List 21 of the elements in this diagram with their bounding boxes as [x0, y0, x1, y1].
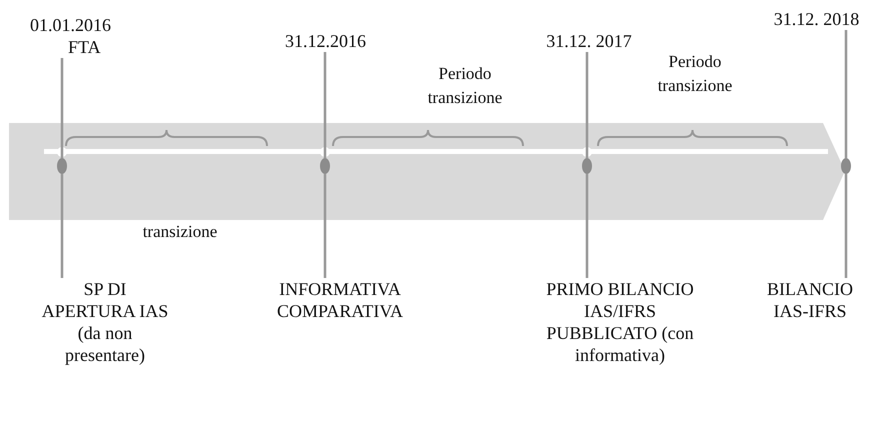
- date-label: 31.12.2016: [268, 30, 383, 52]
- leader-line: [586, 174, 588, 278]
- date-label: 01.01.2016: [30, 14, 112, 36]
- leader-line: [324, 174, 326, 278]
- period-label: Periodo transizione: [656, 51, 734, 97]
- date-label: 31.12. 2017: [528, 30, 650, 52]
- leader-line: [844, 174, 848, 278]
- leader-line: [324, 52, 326, 158]
- leader-line: [60, 174, 64, 278]
- milestone-text: SP DI APERTURA IAS (da non presentare): [40, 278, 170, 366]
- leader-line: [844, 30, 848, 158]
- period-label: transizione: [142, 221, 218, 243]
- milestone-text: PRIMO BILANCIO IAS/IFRS PUBBLICATO (con informativa): [545, 278, 695, 366]
- milestone-text: INFORMATIVA COMPARATIVA: [258, 278, 422, 322]
- leader-line: [586, 52, 588, 158]
- period-label: Periodo transizione: [426, 63, 504, 109]
- event-label: FTA: [67, 36, 102, 58]
- leader-line: [60, 58, 64, 158]
- milestone-text: BILANCIO IAS-IFRS: [760, 278, 860, 322]
- timeline-marker: [841, 158, 851, 174]
- date-label: 31.12. 2018: [758, 8, 875, 30]
